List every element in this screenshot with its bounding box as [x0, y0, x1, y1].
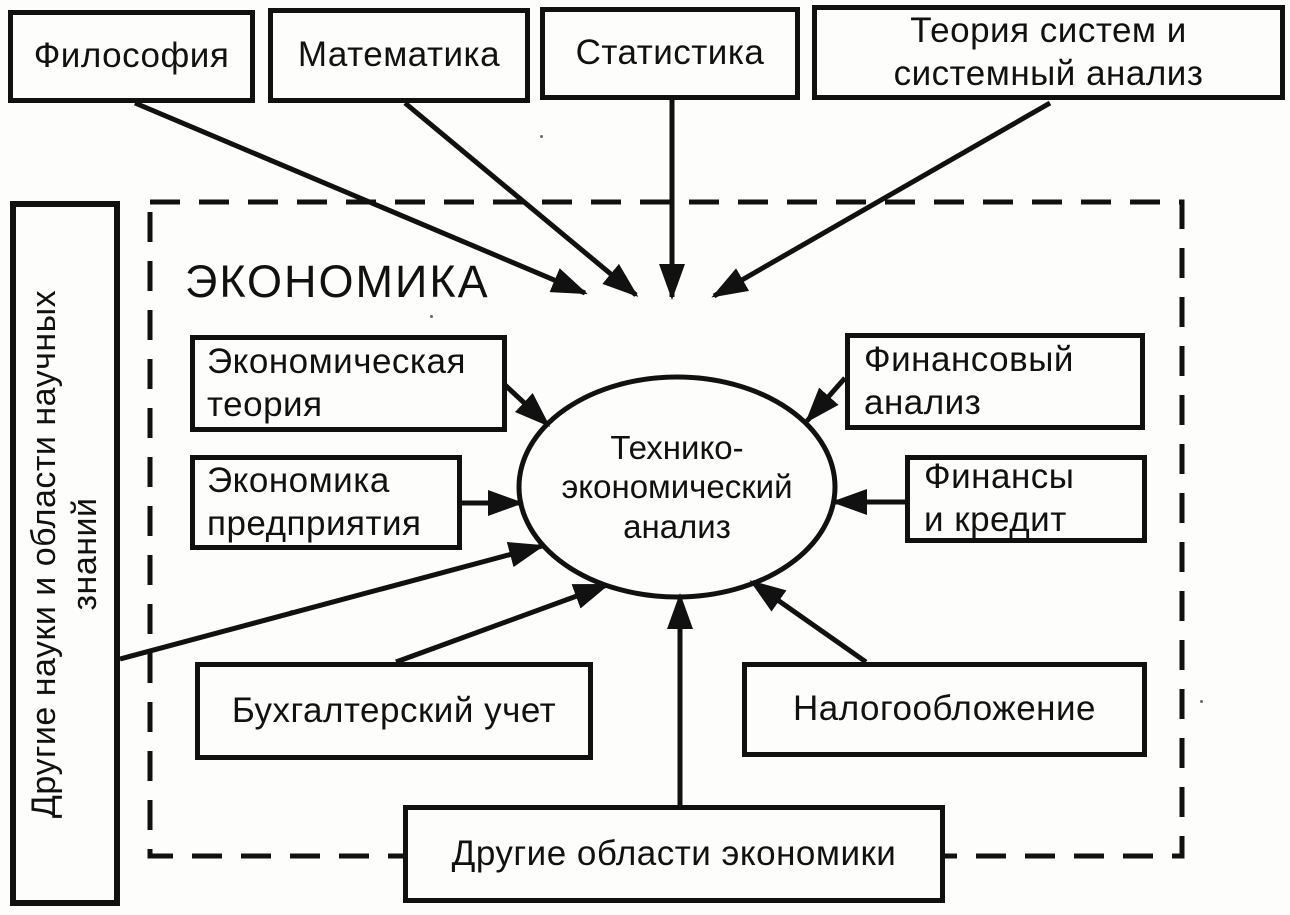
- center-node-label-line3: анализ: [623, 507, 731, 545]
- arrow-economic-theory-to-center: [503, 383, 551, 428]
- node-finance-and-credit: Финансы и кредит: [905, 455, 1147, 543]
- node-taxation: Налогообложение: [742, 662, 1147, 757]
- node-mathematics-label: Математика: [297, 35, 501, 75]
- node-enterprise-economics-label-line2: предприятия: [207, 503, 422, 543]
- node-statistics-label: Статистика: [575, 33, 765, 73]
- node-financial-analysis-label-line1: Финансовый: [864, 339, 1074, 379]
- node-other-sciences-label-line2: знаний: [66, 496, 104, 611]
- center-node-label-line2: экономический: [561, 468, 793, 506]
- node-financial-analysis: Финансовый анализ: [845, 333, 1145, 430]
- economics-region-label: ЭКОНОМИКА: [185, 256, 490, 307]
- node-other-economic-areas: Другие области экономики: [403, 805, 945, 903]
- node-systems-theory: Теория систем и системный анализ: [812, 5, 1285, 100]
- arrow-mathematics-to-center: [403, 101, 639, 297]
- node-enterprise-economics-label-line1: Экономика: [207, 460, 390, 500]
- node-economic-theory-label-line1: Экономическая: [207, 341, 466, 381]
- node-systems-theory-label-line1: Теория систем и: [910, 10, 1187, 50]
- node-enterprise-economics: Экономика предприятия: [190, 455, 462, 550]
- node-accounting-label: Бухгалтерский учет: [231, 690, 557, 730]
- node-systems-theory-label-line2: системный анализ: [893, 53, 1204, 93]
- node-other-sciences-label-line1: Другие науки и области научных: [25, 289, 64, 818]
- node-philosophy-label: Философия: [33, 36, 230, 76]
- scan-speckle: [430, 315, 433, 318]
- node-finance-and-credit-label-line1: Финансы: [924, 457, 1075, 497]
- node-statistics: Статистика: [540, 7, 800, 100]
- node-economic-theory: Экономическая теория: [190, 335, 507, 432]
- node-mathematics: Математика: [268, 8, 530, 103]
- center-node-label: Технико- экономический анализ: [517, 407, 837, 567]
- node-other-sciences-rotated-text: Другие науки и области научных знаний: [17, 209, 113, 899]
- scan-speckle: [540, 135, 543, 138]
- node-financial-analysis-label-line2: анализ: [864, 382, 982, 422]
- node-economic-theory-label-line2: теория: [207, 384, 323, 424]
- arrow-financial-analysis-to-center: [805, 376, 847, 424]
- node-taxation-label: Налогообложение: [792, 689, 1097, 729]
- arrow-accounting-to-center: [395, 582, 610, 665]
- arrow-taxation-to-center: [749, 579, 868, 665]
- scan-speckle: [1200, 700, 1203, 703]
- node-philosophy: Философия: [8, 10, 255, 103]
- node-other-economic-areas-label: Другие области экономики: [451, 833, 897, 873]
- node-other-sciences: Другие науки и области научных знаний: [10, 201, 120, 906]
- node-accounting: Бухгалтерский учет: [195, 662, 593, 760]
- node-finance-and-credit-label-line2: и кредит: [924, 500, 1067, 539]
- arrow-systems-theory-to-center: [711, 100, 1052, 299]
- arrow-philosophy-to-center: [134, 100, 588, 296]
- center-node-label-line1: Технико-: [610, 428, 744, 466]
- arrow-other-sciences-to-center: [119, 541, 545, 662]
- economics-region-dashed-border: [147, 199, 1185, 859]
